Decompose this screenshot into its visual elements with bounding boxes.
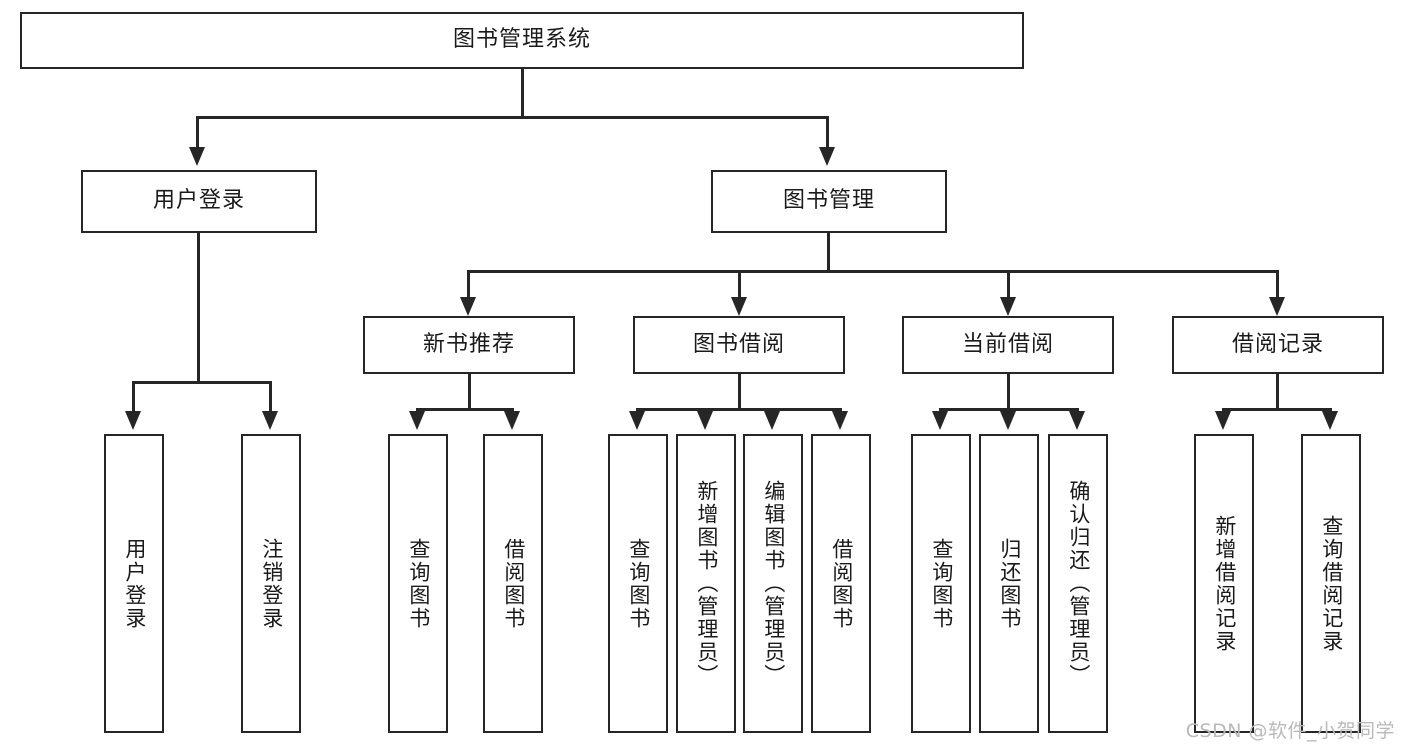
edge-user-login-bus bbox=[132, 381, 272, 384]
arrow-book-borrow-to-leaf-3 bbox=[764, 411, 780, 430]
edge-borrow-record-bus bbox=[1222, 408, 1332, 411]
edge-book-borrow-stem bbox=[738, 374, 741, 408]
edge-user-login-stem bbox=[197, 233, 200, 381]
leaf-borrow-record-1[interactable]: 查询借阅记录 bbox=[1301, 434, 1361, 733]
leaf-label: 新增借阅记录 bbox=[1212, 514, 1237, 653]
leaf-current-borrow-1[interactable]: 归还图书 bbox=[979, 434, 1039, 733]
leaf-label: 归还图书 bbox=[997, 537, 1022, 630]
edge-root-drop-user-login bbox=[196, 116, 199, 149]
node-borrow-record[interactable]: 借阅记录 bbox=[1172, 316, 1384, 374]
leaf-book-borrow-3[interactable]: 借阅图书 bbox=[811, 434, 871, 733]
leaf-current-borrow-2[interactable]: 确认归还（管理员） bbox=[1048, 434, 1108, 733]
arrow-root-to-user-login bbox=[189, 147, 205, 166]
leaf-book-borrow-1[interactable]: 新增图书（管理员） bbox=[676, 434, 736, 733]
edge-user-login-drop-2 bbox=[269, 381, 272, 413]
arrow-new-book-to-leaf-2 bbox=[504, 411, 520, 430]
leaf-label: 借阅图书 bbox=[829, 537, 854, 630]
arrow-user-login-to-leaf-1 bbox=[125, 411, 141, 430]
leaf-current-borrow-0[interactable]: 查询图书 bbox=[911, 434, 971, 733]
node-current-borrow[interactable]: 当前借阅 bbox=[902, 316, 1114, 374]
edge-root-stem bbox=[521, 69, 524, 116]
node-root-book-management-system[interactable]: 图书管理系统 bbox=[20, 12, 1024, 69]
edge-bm-drop-borrow-record bbox=[1276, 270, 1279, 300]
node-book-management[interactable]: 图书管理 bbox=[711, 170, 947, 233]
edge-book-borrow-bus bbox=[636, 408, 842, 411]
leaf-label: 查询图书 bbox=[406, 537, 431, 630]
leaf-label: 查询图书 bbox=[626, 537, 651, 630]
leaf-label: 用户登录 bbox=[122, 537, 147, 630]
arrow-bm-to-borrow-record bbox=[1269, 297, 1285, 316]
leaf-label: 查询图书 bbox=[929, 537, 954, 630]
edge-root-drop-book-management bbox=[826, 116, 829, 149]
arrow-book-borrow-to-leaf-1 bbox=[629, 411, 645, 430]
arrow-new-book-to-leaf-1 bbox=[409, 411, 425, 430]
edge-bm-drop-current-borrow bbox=[1007, 270, 1010, 300]
arrow-current-borrow-to-leaf-1 bbox=[932, 411, 948, 430]
leaf-user-login-1[interactable]: 注销登录 bbox=[241, 434, 301, 733]
edge-current-borrow-stem bbox=[1007, 374, 1010, 408]
arrow-bm-to-book-borrow bbox=[731, 297, 747, 316]
node-user-login[interactable]: 用户登录 bbox=[81, 170, 317, 233]
edge-bm-drop-book-borrow bbox=[738, 270, 741, 300]
edge-user-login-drop-1 bbox=[132, 381, 135, 413]
arrow-root-to-book-management bbox=[819, 147, 835, 166]
leaf-label: 注销登录 bbox=[259, 537, 284, 630]
leaf-label: 查询借阅记录 bbox=[1319, 514, 1344, 653]
edge-new-book-stem bbox=[468, 374, 471, 408]
leaf-label: 编辑图书（管理员） bbox=[761, 480, 786, 687]
leaf-borrow-record-0[interactable]: 新增借阅记录 bbox=[1194, 434, 1254, 733]
edge-bm-drop-new-book bbox=[467, 270, 470, 300]
leaf-book-borrow-0[interactable]: 查询图书 bbox=[608, 434, 668, 733]
arrow-current-borrow-to-leaf-2 bbox=[1000, 411, 1016, 430]
arrow-bm-to-current-borrow bbox=[1000, 297, 1016, 316]
edge-book-management-bus bbox=[467, 270, 1279, 273]
leaf-label: 新增图书（管理员） bbox=[694, 480, 719, 687]
leaf-new-book-recommend-0[interactable]: 查询图书 bbox=[388, 434, 448, 733]
edge-new-book-bus bbox=[416, 408, 514, 411]
arrow-current-borrow-to-leaf-3 bbox=[1069, 411, 1085, 430]
leaf-new-book-recommend-1[interactable]: 借阅图书 bbox=[483, 434, 543, 733]
edge-root-bus bbox=[196, 116, 828, 119]
arrow-book-borrow-to-leaf-4 bbox=[832, 411, 848, 430]
leaf-book-borrow-2[interactable]: 编辑图书（管理员） bbox=[743, 434, 803, 733]
node-new-book-recommend[interactable]: 新书推荐 bbox=[363, 316, 575, 374]
node-book-borrow[interactable]: 图书借阅 bbox=[633, 316, 845, 374]
edge-book-management-stem bbox=[827, 233, 830, 270]
arrow-borrow-record-to-leaf-2 bbox=[1322, 411, 1338, 430]
leaf-user-login-0[interactable]: 用户登录 bbox=[104, 434, 164, 733]
arrow-book-borrow-to-leaf-2 bbox=[697, 411, 713, 430]
arrow-bm-to-new-book-recommend bbox=[460, 297, 476, 316]
arrow-borrow-record-to-leaf-1 bbox=[1215, 411, 1231, 430]
leaf-label: 确认归还（管理员） bbox=[1066, 480, 1091, 687]
leaf-label: 借阅图书 bbox=[501, 537, 526, 630]
arrow-user-login-to-leaf-2 bbox=[262, 411, 278, 430]
edge-borrow-record-stem bbox=[1276, 374, 1279, 408]
